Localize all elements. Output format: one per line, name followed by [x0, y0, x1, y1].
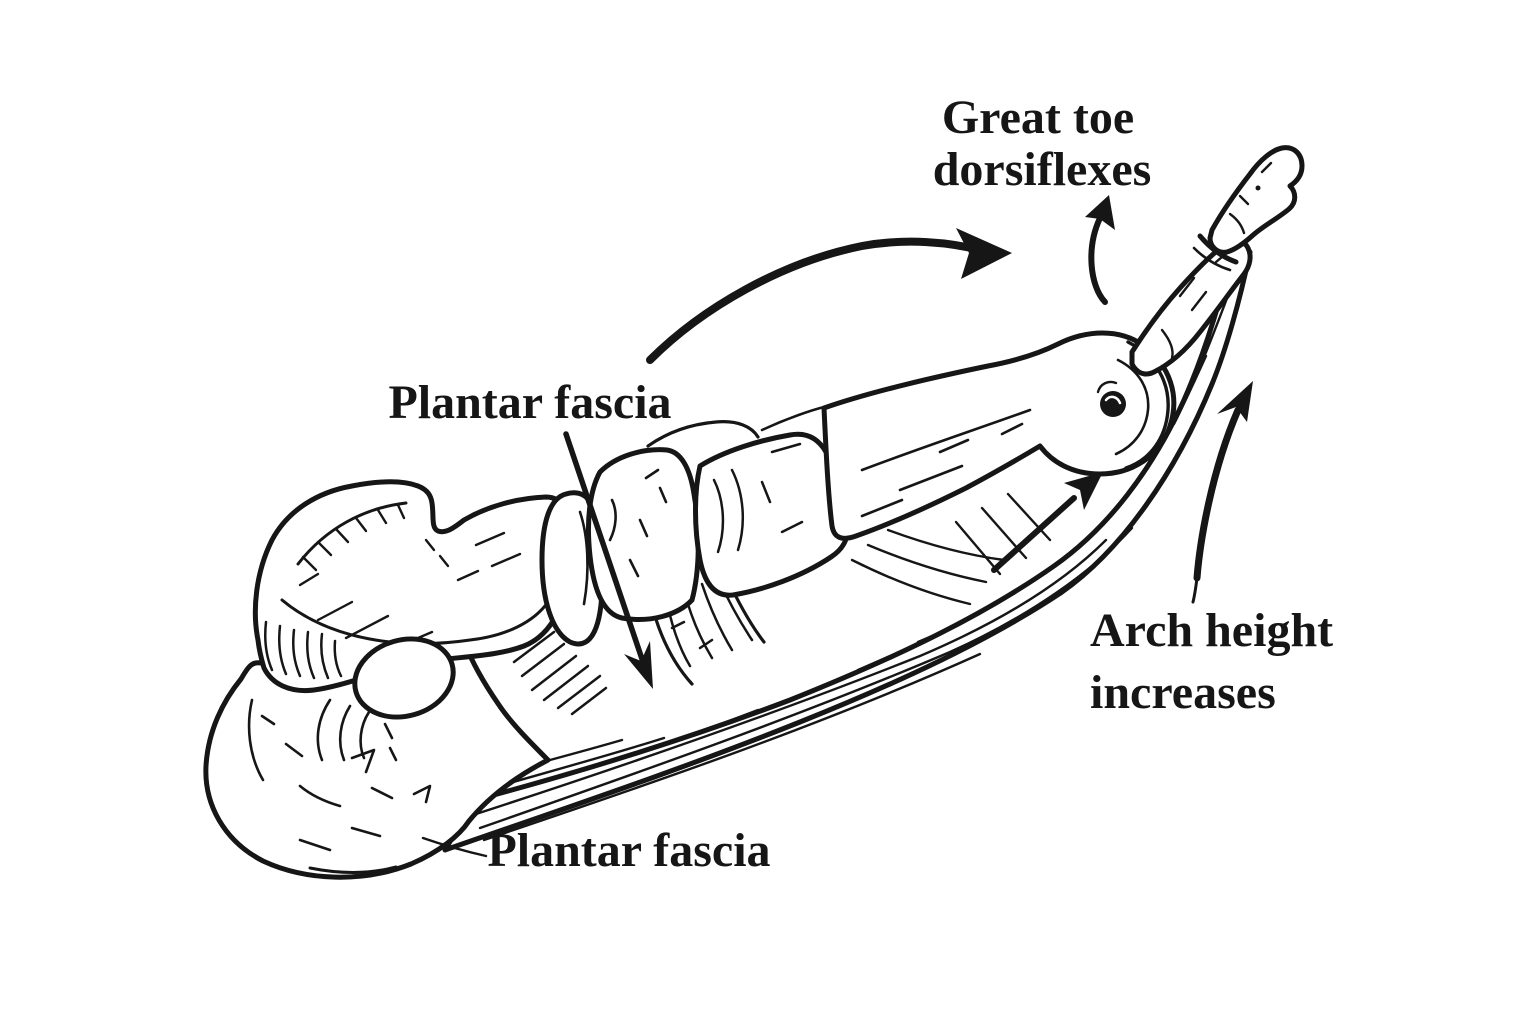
distal-phalanx-outline — [1207, 145, 1305, 255]
plantar-fascia-bottom-label: Plantar fascia — [487, 824, 770, 877]
fascia-striations — [462, 266, 1240, 842]
metatarsal-base-texture — [712, 442, 804, 554]
proximal-phalanx-outline — [1129, 238, 1253, 377]
talus-texture — [280, 501, 550, 652]
label-leader-line — [421, 836, 488, 858]
arch-height-label-line1: Arch height — [1090, 604, 1333, 657]
fascia-pointer-arrow — [563, 431, 653, 689]
navicular-texture — [578, 510, 589, 606]
proximal-phalanx-bone — [1129, 238, 1253, 377]
cuneiform-texture — [608, 468, 668, 578]
distal-phalanx-texture — [1228, 161, 1273, 235]
interphalangeal-joint-line-2 — [1192, 246, 1232, 272]
toe-sweep-curved-arrow — [646, 228, 1012, 364]
text-labels: Great toe dorsiflexes Plantar fascia Pla… — [388, 91, 1333, 877]
annotation-arrows — [421, 195, 1253, 858]
fascia-tension-arrowhead-icon — [1064, 472, 1103, 510]
calcaneus-texture — [247, 698, 432, 874]
distal-phalanx-bone — [1207, 145, 1305, 255]
calcaneus-bone — [203, 635, 551, 880]
metatarsal-head-capsule-inner — [1114, 358, 1150, 456]
metatarsal-base-bone — [693, 431, 850, 598]
arch-height-label-line2: increases — [1090, 666, 1276, 719]
metatarsal-bone — [821, 330, 1177, 541]
dorsiflexion-arrowhead-icon — [1085, 195, 1115, 230]
arch-height-arrowhead-icon — [1217, 381, 1253, 422]
sesamoid-highlight — [1104, 395, 1122, 405]
sesamoid-dot — [1100, 391, 1126, 417]
great-toe-label-line2: dorsiflexes — [933, 143, 1152, 196]
cuneiform-outline — [586, 447, 701, 622]
dorsiflexion-arrow — [1085, 195, 1115, 305]
arch-height-arrow — [1191, 381, 1253, 604]
distal-phalanx-dot — [1255, 185, 1261, 191]
sesamoid-ring — [1096, 380, 1118, 394]
subtalar-window — [352, 636, 456, 720]
great-toe-label-line1: Great toe — [942, 91, 1134, 144]
dorsal-ridge-line-2 — [760, 405, 826, 432]
plantar-fascia-top-label: Plantar fascia — [388, 376, 671, 429]
toe-sweep-arrowhead-icon — [956, 228, 1012, 279]
dorsal-ridge-line — [646, 420, 760, 448]
metatarsal-texture — [860, 408, 1032, 518]
fascia-pointer-arrowhead-icon — [624, 641, 653, 689]
fascia-tension-arrow — [991, 472, 1103, 573]
talocalcaneal-ligament-hatching — [264, 620, 343, 680]
